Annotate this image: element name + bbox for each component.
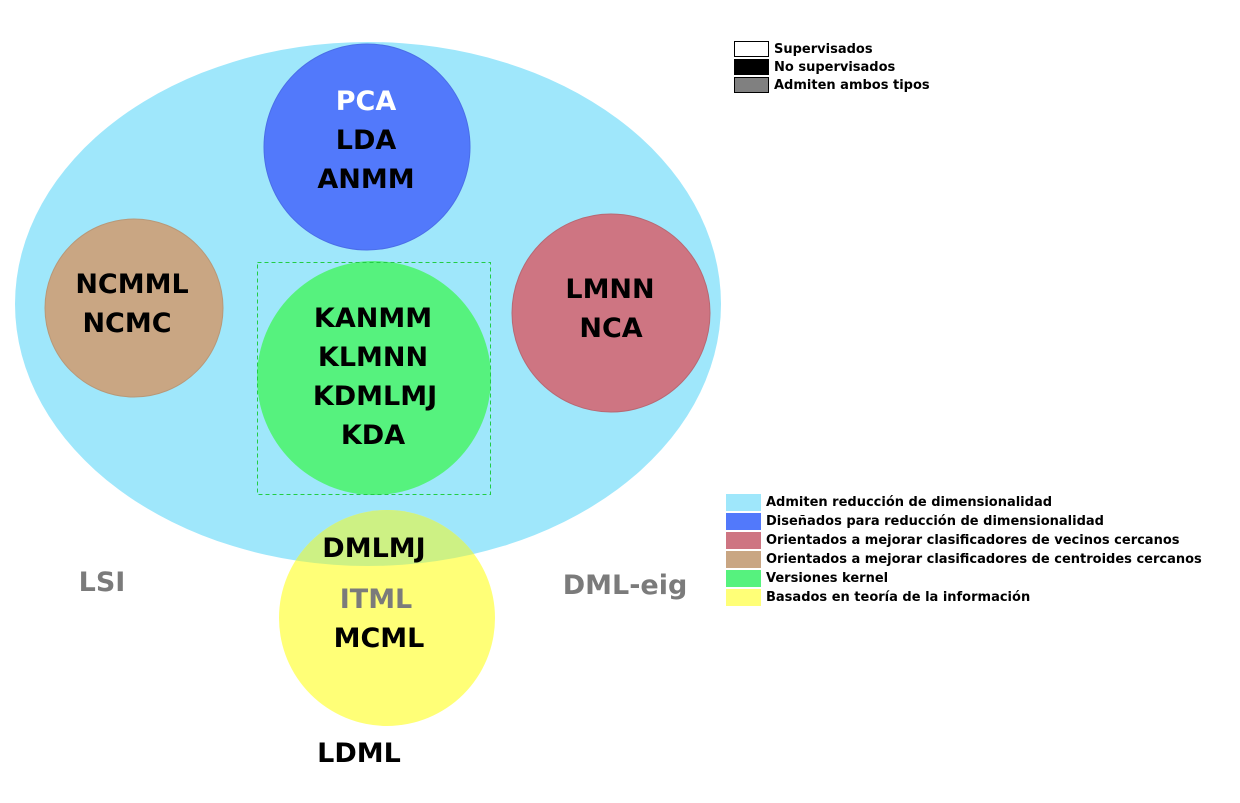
legend-category-nearest-centroid: Orientados a mejorar clasificadores de c… <box>726 551 1202 568</box>
method-label-kanmm: KANMM <box>313 303 433 334</box>
legend-label: Supervisados <box>774 41 873 57</box>
legend-swatch <box>734 77 769 93</box>
legend-label: Diseñados para reducción de dimensionali… <box>766 514 1104 529</box>
method-label-dmlmj: DMLMJ <box>322 533 426 564</box>
legend-category-reduction-designed: Diseñados para reducción de dimensionali… <box>726 513 1104 530</box>
legend-label: Admiten reducción de dimensionalidad <box>766 495 1053 510</box>
method-label-mcml: MCML <box>333 623 425 654</box>
method-label-pca: PCA <box>335 86 397 117</box>
legend-label: No supervisados <box>774 59 896 75</box>
legend-learning-both: Admiten ambos tipos <box>734 77 930 93</box>
kernel-selection-box <box>257 262 491 495</box>
method-label-anmm: ANMM <box>317 164 415 195</box>
kernel-region <box>257 261 491 495</box>
legend-swatch <box>734 41 769 57</box>
method-label-kdmlmj: KDMLMJ <box>312 381 438 412</box>
legend-swatch <box>726 551 761 568</box>
legend-label: Orientados a mejorar clasificadores de v… <box>766 533 1180 548</box>
legend-swatch <box>726 494 761 511</box>
legend-category-nearest-neighbors: Orientados a mejorar clasificadores de v… <box>726 532 1180 549</box>
method-label-lsi: LSI <box>78 567 126 598</box>
method-label-lda: LDA <box>335 125 397 156</box>
method-label-ldml: LDML <box>317 738 401 769</box>
legend-label: Admiten ambos tipos <box>774 77 930 93</box>
method-label-kda: KDA <box>340 420 406 451</box>
method-label-ncmml: NCMML <box>75 269 189 300</box>
method-label-klmnn: KLMNN <box>317 342 429 373</box>
method-label-ncmc: NCMC <box>82 308 172 339</box>
legend-swatch <box>726 532 761 549</box>
nearest-centroid-region <box>44 218 224 398</box>
legend-category-kernel: Versiones kernel <box>726 570 888 587</box>
legend-label: Orientados a mejorar clasificadores de c… <box>766 552 1202 567</box>
legend-label: Basados en teoría de la información <box>766 590 1031 605</box>
method-label-dml-eig: DML-eig <box>562 570 688 601</box>
legend-category-reduction-support: Admiten reducción de dimensionalidad <box>726 494 1052 511</box>
legend-learning-supervised: Supervisados <box>734 41 873 57</box>
legend-learning-unsupervised: No supervisados <box>734 59 895 75</box>
legend-swatch <box>726 513 761 530</box>
dimensionality-reduction-designed-region <box>263 43 471 251</box>
method-label-nca: NCA <box>579 313 643 344</box>
method-label-lmnn: LMNN <box>565 274 655 305</box>
legend-swatch <box>726 589 761 606</box>
nearest-neighbors-region <box>511 213 711 413</box>
legend-swatch <box>726 570 761 587</box>
legend-label: Versiones kernel <box>766 571 889 586</box>
legend-swatch <box>734 59 769 75</box>
legend-category-information-theory: Basados en teoría de la información <box>726 589 1030 606</box>
method-label-itml: ITML <box>339 584 413 615</box>
